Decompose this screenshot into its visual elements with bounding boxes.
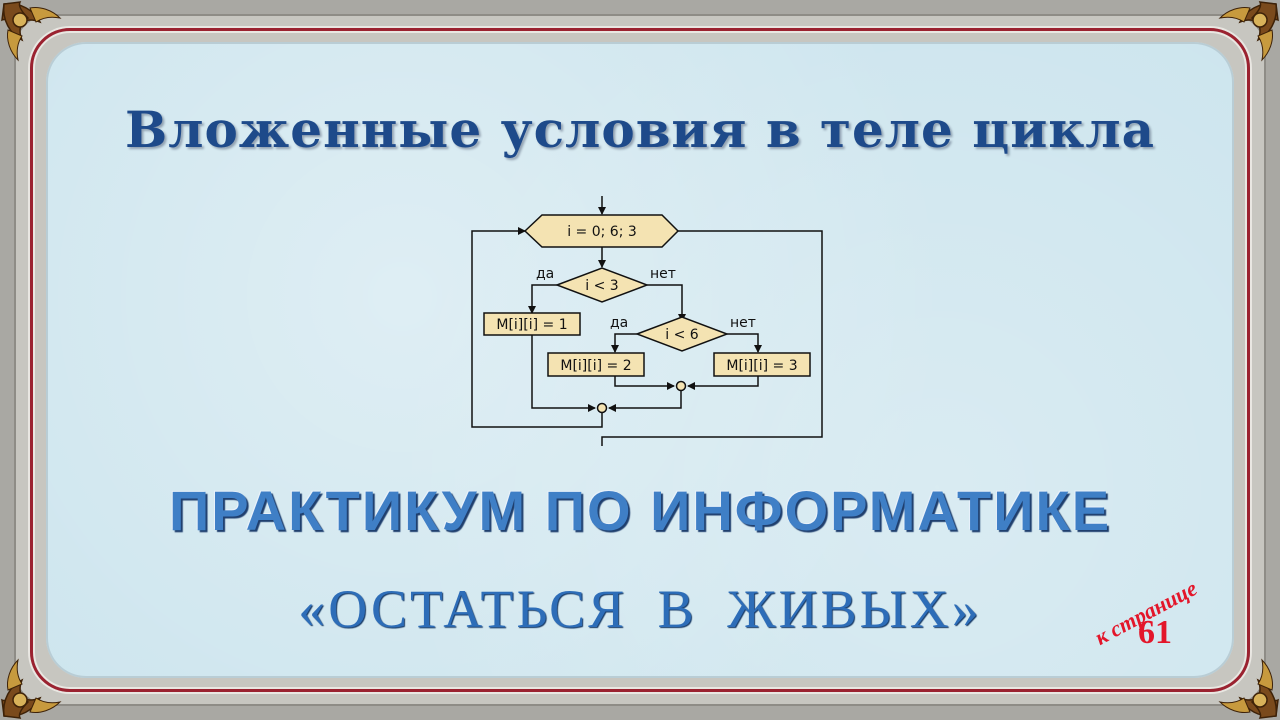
no-label-2: нет (730, 315, 756, 331)
loop-exit-line (601, 230, 823, 446)
condition-2-block (634, 316, 730, 352)
join2-down-line (608, 390, 682, 412)
corner-ornament-icon (1, 658, 62, 719)
corner-ornament-icon (1218, 658, 1279, 719)
cond1-yes-line (528, 284, 557, 314)
red-border (30, 28, 1250, 692)
assign1-join-line (531, 335, 596, 412)
corner-ornament-icon (1, 1, 62, 62)
assign-2-label: M[i][i] = 2 (560, 358, 631, 374)
yes-label-1: да (536, 266, 554, 282)
loop-block (523, 214, 680, 248)
loop-label: i = 0; 6; 3 (567, 224, 637, 240)
flowchart: i = 0; 6; 3 i < 3 да нет M[i][i] = 1 i <… (471, 196, 823, 446)
assign-3-label: M[i][i] = 3 (726, 358, 797, 374)
corner-ornament-icon (1218, 1, 1279, 62)
subtitle: «ОСТАТЬСЯ В ЖИВЫХ» (298, 579, 982, 639)
yes-label-2: да (610, 315, 628, 331)
page-reference-number: 61 (1138, 614, 1172, 651)
page-title: Вложенные условия в теле цикла (124, 100, 1156, 159)
condition-2-label: i < 6 (665, 327, 699, 343)
no-label-1: нет (650, 266, 676, 282)
cond1-no-line (647, 284, 686, 322)
cond2-yes-line (611, 333, 637, 353)
page-reference: к странице 61 (1058, 574, 1228, 664)
assign2-join-line (614, 376, 675, 390)
assign3-join-line (687, 376, 759, 390)
practicum-heading: ПРАКТИКУМ ПО ИНФОРМАТИКЕ (168, 479, 1112, 542)
join-point-1 (596, 402, 608, 414)
loop-back-line (471, 227, 603, 428)
assign-1-block (483, 312, 581, 336)
cond2-no-line (727, 333, 762, 353)
assign-1-label: M[i][i] = 1 (496, 317, 567, 333)
assign-2-block (547, 352, 645, 377)
condition-1-block (554, 267, 650, 303)
condition-1-label: i < 3 (585, 278, 618, 294)
join-point-2 (675, 380, 687, 392)
assign-3-block (713, 352, 811, 377)
